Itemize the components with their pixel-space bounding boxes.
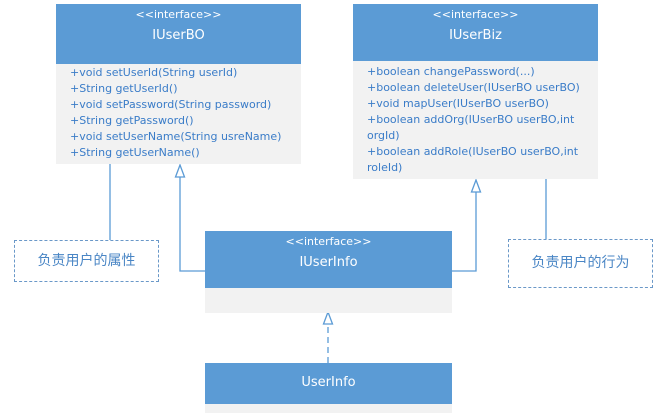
class-iuserbo-header: <<interface>> IUserBO [56, 4, 301, 64]
method: +void setPassword(String password) [70, 98, 272, 111]
method: +boolean addOrg(IUserBO userBO,int [367, 113, 575, 126]
method: +void mapUser(IUserBO userBO) [367, 97, 549, 110]
realization-arrowhead-userinfo [322, 310, 334, 325]
method: +String getPassword() [70, 114, 194, 127]
method: +void setUserName(String usreName) [70, 130, 282, 143]
method: +String getUserId() [70, 82, 178, 95]
class-iuserbiz: <<interface>> IUserBiz +boolean changePa… [353, 4, 598, 179]
method: +boolean changePassword(...) [367, 65, 535, 78]
method: +boolean addRole(IUserBO userBO,int [367, 145, 579, 158]
class-iuserbo: <<interface>> IUserBO +void setUserId(St… [56, 4, 301, 164]
class-userinfo: UserInfo [205, 363, 452, 413]
class-iuserinfo-header: <<interface>> IUserInfo [205, 231, 452, 288]
class-iuserbo-name: IUserBO [152, 28, 205, 43]
note-attributes-text: 负责用户的属性 [37, 253, 136, 269]
method: roleId) [367, 161, 403, 174]
class-iuserinfo-body [205, 288, 452, 313]
method: +String getUserName() [70, 146, 200, 159]
class-userinfo-header: UserInfo [205, 363, 452, 404]
generalization-line-iuserbo [179, 177, 205, 272]
class-iuserbo-stereotype: <<interface>> [135, 8, 222, 21]
class-iuserbiz-name: IUserBiz [449, 28, 502, 43]
class-iuserbiz-stereotype: <<interface>> [432, 8, 519, 21]
class-userinfo-name: UserInfo [301, 375, 356, 390]
class-iuserinfo-stereotype: <<interface>> [285, 235, 372, 248]
note-behaviors: 负责用户的行为 [508, 239, 653, 288]
generalization-arrowhead-iuserbiz [470, 178, 482, 193]
generalization-line-iuserbiz [452, 192, 477, 272]
note-attributes: 负责用户的属性 [14, 240, 159, 282]
class-iuserbiz-header: <<interface>> IUserBiz [353, 4, 598, 61]
generalization-arrowhead-iuserbo [174, 163, 186, 178]
class-iuserinfo-name: IUserInfo [299, 255, 358, 270]
class-iuserbiz-methods: +boolean changePassword(...) +boolean de… [353, 61, 598, 179]
note-behaviors-text: 负责用户的行为 [531, 255, 630, 271]
method: +void setUserId(String userId) [70, 66, 238, 79]
class-userinfo-body [205, 404, 452, 413]
method: orgId) [367, 129, 400, 142]
class-iuserinfo: <<interface>> IUserInfo [205, 231, 452, 313]
method: +boolean deleteUser(IUserBO userBO) [367, 81, 580, 94]
class-iuserbo-methods: +void setUserId(String userId) +String g… [56, 64, 301, 164]
